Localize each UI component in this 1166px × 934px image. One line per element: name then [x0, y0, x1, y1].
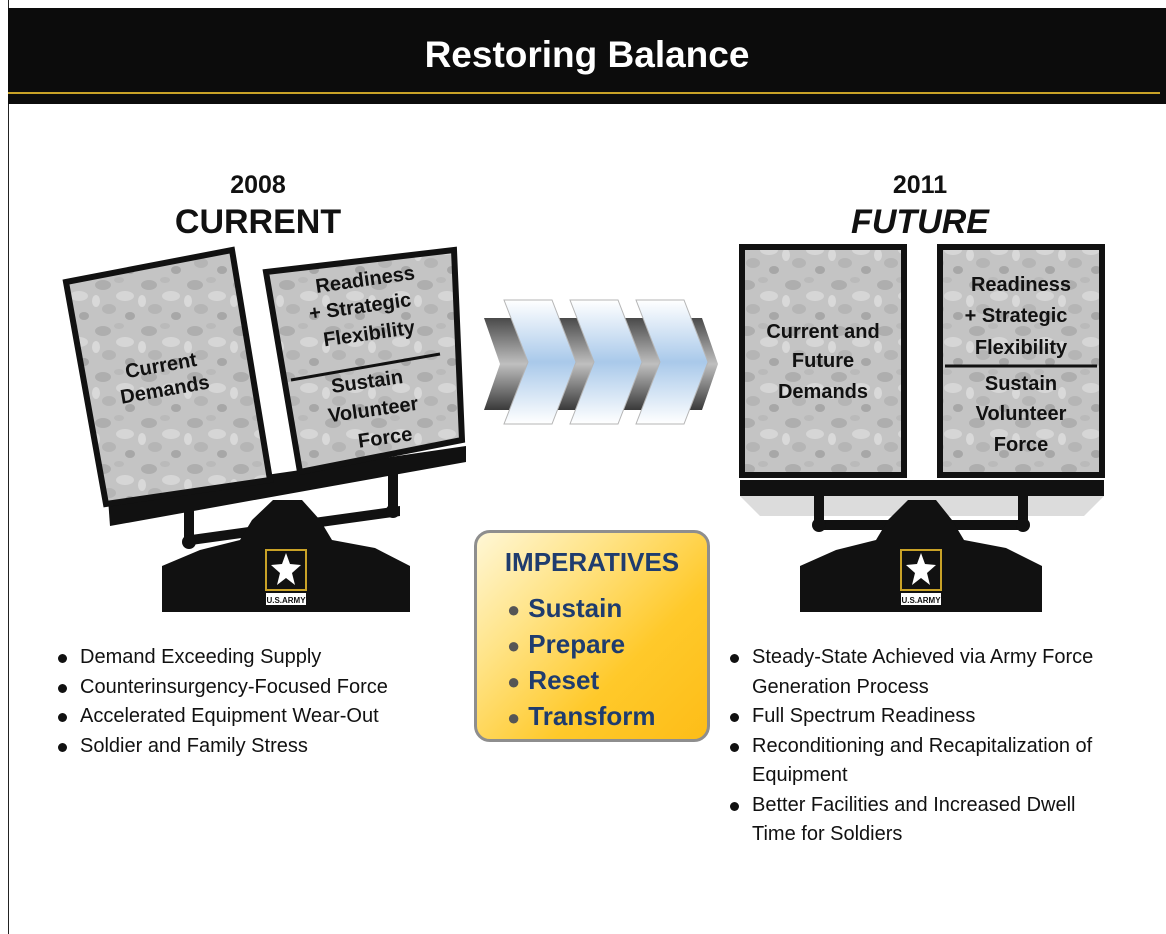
- future-right-bottom-3: Force: [994, 434, 1048, 456]
- imperatives-title: IMPERATIVES: [504, 547, 680, 577]
- future-right-bottom-1: Sustain: [985, 373, 1057, 395]
- imperative-reset: Reset: [528, 665, 600, 695]
- future-label: FUTURE: [851, 203, 989, 241]
- imperatives-list: ●Sustain ●Prepare ●Reset ●Transform: [507, 591, 655, 735]
- arrow-chevron-1: [503, 299, 577, 425]
- header-bar: [8, 8, 1166, 104]
- transition-arrows: [484, 299, 718, 425]
- current-army-logo: U.S.ARMY: [262, 546, 310, 612]
- current-bullet: Accelerated Equipment Wear-Out: [54, 702, 474, 732]
- future-right-bottom-2: Volunteer: [976, 403, 1067, 425]
- future-right-panel-text: Readiness + Strategic Flexibility Sustai…: [965, 274, 1071, 456]
- future-army-logo: U.S.ARMY: [897, 546, 945, 612]
- current-scale: U.S.ARMY: [62, 246, 466, 612]
- header-rule: [8, 92, 1160, 94]
- future-bullet-list: Steady-State Achieved via Army Force Gen…: [726, 643, 1098, 850]
- future-bullet: Reconditioning and Recapitalization of E…: [726, 732, 1098, 791]
- current-year: 2008: [230, 171, 286, 199]
- future-right-top-3: Flexibility: [975, 337, 1068, 359]
- future-left-line-1: Current and: [766, 321, 879, 343]
- imperative-sustain: Sustain: [528, 593, 623, 623]
- future-bullet: Better Facilities and Increased Dwell Ti…: [726, 791, 1098, 850]
- arrow-chevron-2: [569, 299, 643, 425]
- current-bullet-list: Demand Exceeding Supply Counterinsurgenc…: [54, 643, 474, 761]
- current-readiness-panel: [262, 246, 466, 476]
- imperative-prepare: Prepare: [528, 629, 626, 659]
- future-logo-text: U.S.ARMY: [901, 596, 941, 605]
- future-right-top-2: + Strategic: [965, 305, 1068, 327]
- imperative-item: ●Reset: [507, 665, 600, 695]
- future-year: 2011: [892, 171, 948, 199]
- imperative-transform: Transform: [528, 701, 656, 731]
- arrow-chevron-3: [635, 299, 709, 425]
- future-bullet: Full Spectrum Readiness: [726, 702, 1098, 732]
- current-bullet: Demand Exceeding Supply: [54, 643, 474, 673]
- imperative-item: ●Prepare: [507, 629, 626, 659]
- current-bullet: Soldier and Family Stress: [54, 732, 474, 762]
- future-left-line-2: Future: [792, 350, 854, 372]
- future-right-top-1: Readiness: [971, 274, 1071, 296]
- imperative-item: ●Transform: [507, 701, 656, 731]
- future-left-line-3: Demands: [778, 381, 868, 403]
- future-readiness-panel: [937, 244, 1105, 478]
- imperatives-box: IMPERATIVES ●Sustain ●Prepare ●Reset ●Tr…: [474, 530, 710, 742]
- current-logo-text: U.S.ARMY: [266, 596, 306, 605]
- current-label: CURRENT: [174, 203, 342, 241]
- page-title: Restoring Balance: [424, 34, 750, 75]
- future-bullet: Steady-State Achieved via Army Force Gen…: [726, 643, 1098, 702]
- future-demands-panel: [739, 244, 907, 478]
- future-left-panel-text: Current and Future Demands: [766, 321, 879, 403]
- future-scale: U.S.ARMY: [739, 244, 1105, 612]
- current-bullet: Counterinsurgency-Focused Force: [54, 673, 474, 703]
- current-demands-panel: [62, 246, 274, 508]
- imperative-item: ●Sustain: [507, 593, 623, 623]
